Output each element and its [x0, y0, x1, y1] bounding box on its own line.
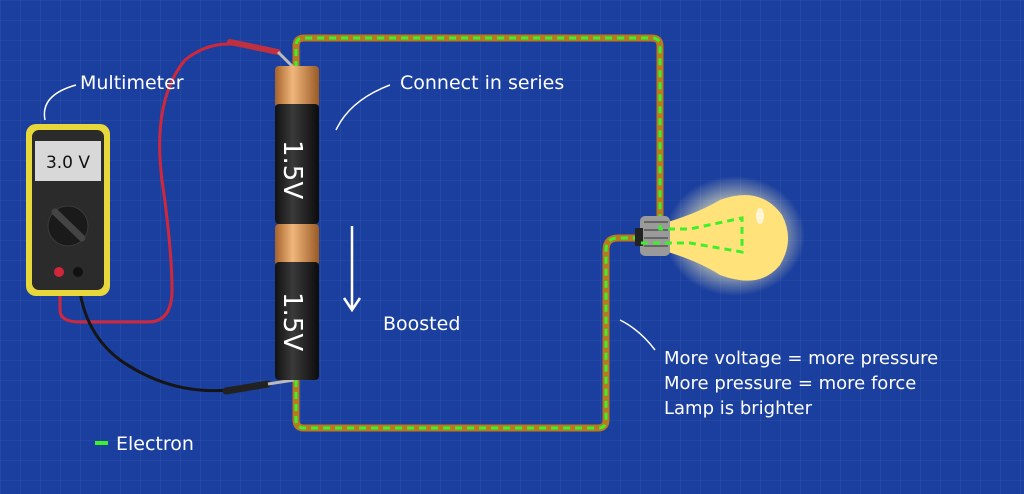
light-bulb [635, 176, 805, 296]
electron-legend-label: Electron [116, 433, 194, 455]
black-probe [222, 380, 272, 395]
connect-in-series-label: Connect in series [400, 72, 565, 94]
electron-flow-top [294, 36, 662, 225]
red-probe-lead [58, 42, 241, 324]
red-probe [227, 39, 281, 55]
battery-bottom [275, 224, 319, 380]
battery-top [275, 66, 319, 224]
multimeter-label: Multimeter [80, 72, 184, 94]
boosted-label: Boosted [383, 313, 461, 335]
multimeter-reading: 3.0 V [46, 153, 90, 173]
circuit-wire [292, 34, 664, 432]
filament-electron-flow [637, 216, 744, 254]
black-probe-lead [76, 271, 229, 393]
multimeter: 3.0 V [26, 124, 110, 296]
down-arrow-icon [342, 226, 362, 313]
battery-top-label: 1.5V [277, 140, 307, 199]
electron-flow-bottom [294, 236, 640, 430]
note-line: Lamp is brighter [664, 398, 813, 419]
note-line: More voltage = more pressure [664, 348, 939, 369]
battery-bottom-label: 1.5V [277, 292, 307, 351]
note-line: More pressure = more force [664, 373, 917, 394]
multimeter-display [35, 141, 101, 181]
explanation-notes: More voltage = more pressure More pressu… [664, 346, 938, 421]
